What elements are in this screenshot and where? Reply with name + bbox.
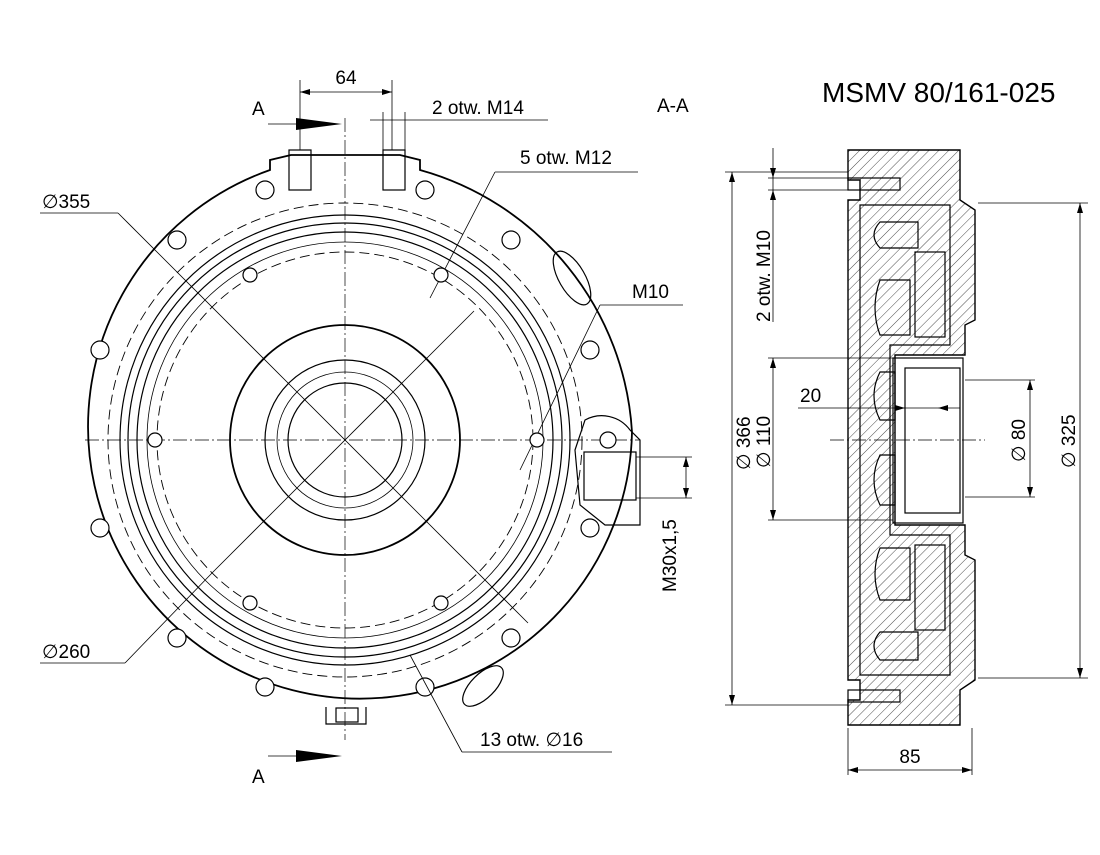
bolt-hole: [580, 518, 600, 538]
m14-label: 2 otw. M14: [432, 98, 524, 119]
hub-plate: [892, 357, 964, 524]
m10-two-label: 2 otw. M10: [754, 230, 775, 322]
arrow: [848, 767, 858, 773]
threaded-hole: [242, 267, 258, 283]
d366-label: ∅ 366: [734, 416, 755, 470]
bolt-hole: [501, 628, 521, 648]
d80-label: ∅ 80: [1009, 419, 1030, 462]
holes16-leader-diag: [409, 654, 463, 753]
bolt-hole: [501, 230, 521, 250]
hub-piston-bottom: [873, 454, 896, 506]
piston-lower-3: [914, 544, 946, 631]
piston-upper-2: [874, 279, 911, 336]
cast-pocket-bottom: [462, 665, 504, 707]
d260-leader-diag: [124, 572, 213, 664]
holes16-label: 13 otw. ∅16: [480, 730, 583, 751]
section-view: A-A MSMV 80/161-025 ∅ 366: [657, 77, 1088, 775]
arrow: [1077, 668, 1083, 678]
bolt-hole: [415, 677, 435, 697]
section-label: A-A: [657, 96, 689, 117]
arrow: [770, 510, 776, 520]
bottom-lug: [325, 707, 367, 725]
arrow: [895, 405, 905, 411]
m10-hole-bottom: [847, 689, 901, 703]
piston-lower-2: [873, 631, 919, 661]
side-port-boss: [574, 415, 641, 526]
section-marker-bottom: A: [252, 767, 265, 788]
m12-label: 5 otw. M12: [520, 148, 612, 169]
arrow: [729, 172, 735, 182]
side-port-hole: [599, 431, 617, 449]
bolt-hole: [255, 677, 275, 697]
dim-20-label: 20: [800, 386, 821, 407]
d110-label: ∅ 110: [754, 416, 775, 468]
section-arrow-bottom: [296, 750, 342, 762]
arrow: [729, 695, 735, 705]
outer-bolt-holes: [90, 180, 600, 697]
side-port-thread: [583, 451, 637, 501]
bolt-hole: [415, 180, 435, 200]
dim-line-d260: [211, 310, 475, 574]
arrow: [683, 488, 689, 498]
bolt-hole: [167, 628, 187, 648]
bolt-hole: [255, 180, 275, 200]
threaded-hole: [433, 595, 449, 611]
housing-section: [847, 149, 976, 726]
d260-label: ∅260: [42, 642, 90, 663]
outer-flange-contour: [87, 154, 633, 700]
piston-upper-1: [873, 221, 919, 249]
drawing-title: MSMV 80/161-025: [822, 77, 1055, 108]
bolt-hole: [167, 230, 187, 250]
bolt-hole: [90, 340, 110, 360]
m10-label: M10: [632, 282, 669, 303]
inner-cavity: [859, 204, 951, 676]
dim-85-label: 85: [899, 747, 920, 768]
m10-hole-top: [847, 177, 901, 191]
threaded-hole: [529, 432, 545, 448]
arrow: [770, 168, 776, 178]
arrow: [1027, 487, 1033, 497]
top-lug-hole-right: [382, 149, 406, 191]
bottom-lug-slot: [335, 707, 359, 723]
front-view: 64 2 otw. M14 A A 5 otw. M12 ∅355 M10 ∅2…: [40, 68, 692, 788]
section-marker-top: A: [252, 99, 265, 120]
arrow: [1077, 203, 1083, 213]
m30-label: M30x1,5: [660, 519, 681, 592]
arrow: [770, 190, 776, 200]
hub-piston-top: [873, 371, 896, 421]
top-lug-hole-left: [288, 149, 312, 191]
threaded-hole: [242, 595, 258, 611]
bolt-hole: [580, 340, 600, 360]
cast-pocket-right: [552, 250, 592, 306]
piston-lower-1: [874, 547, 911, 601]
bolt-hole: [90, 518, 110, 538]
arrow: [382, 89, 392, 95]
dim-line-d355: [117, 212, 529, 624]
inner-threaded-holes: [147, 267, 545, 611]
section-arrow-top: [296, 118, 342, 130]
arrow: [938, 405, 948, 411]
threaded-hole: [147, 432, 163, 448]
arrow: [683, 457, 689, 467]
d355-label: ∅355: [42, 192, 90, 213]
arrow: [962, 767, 972, 773]
threaded-hole: [433, 267, 449, 283]
d325-label: ∅ 325: [1059, 414, 1080, 468]
arrow: [1027, 380, 1033, 390]
hub-plate-inner: [904, 367, 961, 514]
arrow: [300, 89, 310, 95]
piston-upper-3: [914, 251, 946, 338]
arrow: [770, 358, 776, 368]
dim-64-label: 64: [335, 68, 357, 89]
